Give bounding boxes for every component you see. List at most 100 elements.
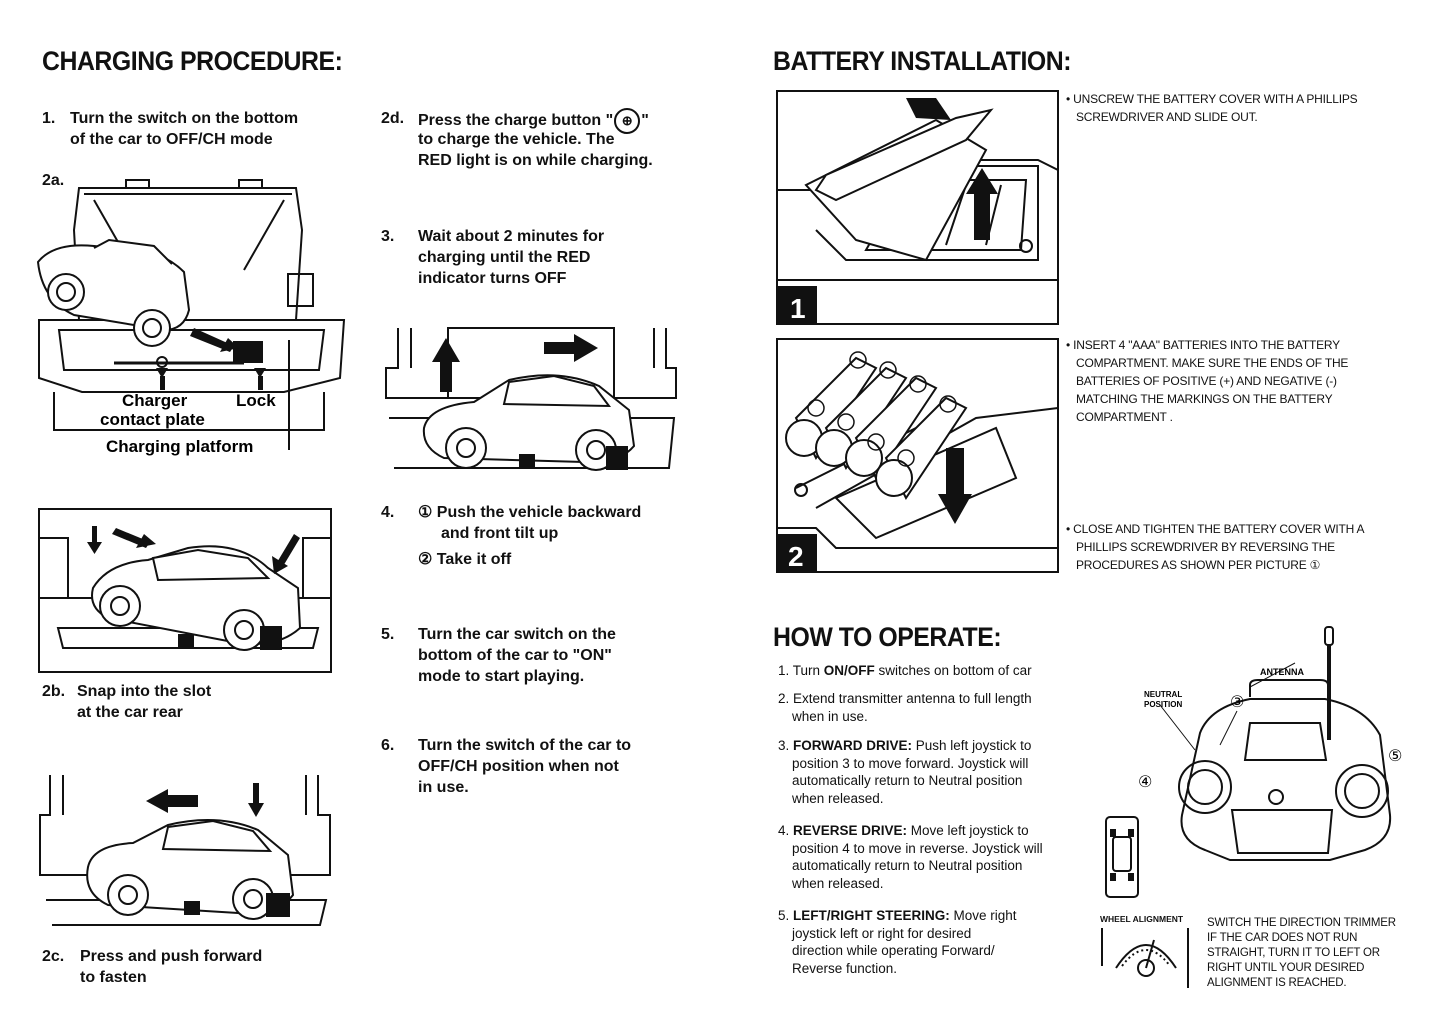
step-1-line2: of the car to OFF/CH mode <box>70 131 273 148</box>
operate-step-3-line1: Push left joystick to <box>912 738 1032 753</box>
operate-step-3-line3: automatically return to Neutral position <box>792 773 1023 788</box>
step-2d-line2: to charge the vehicle. The <box>418 131 615 148</box>
step-4: 4. ① Push the vehicle backward and front… <box>381 502 701 568</box>
trimmer-instruction: SWITCH THE DIRECTION TRIMMER IF THE CAR … <box>1207 916 1417 991</box>
battery-figure-1: 1 <box>776 90 1059 325</box>
wheel-alignment-label: WHEEL ALIGNMENT <box>1100 914 1184 924</box>
trimmer-instruction-line5: ALIGNMENT IS REACHED. <box>1207 977 1347 989</box>
charge-button-icon: ⊕ <box>614 108 641 134</box>
battery-instruction-3: • CLOSE AND TIGHTEN THE BATTERY COVER WI… <box>1066 520 1406 574</box>
operate-step-2: 2. Extend transmitter antenna to full le… <box>778 690 1088 725</box>
fig2a-lock-label: Lock <box>236 391 276 410</box>
step-5-line1: Turn the car switch on the <box>418 626 616 643</box>
fig2a-charger-label: Charger <box>122 391 188 410</box>
step-2c-line2: to fasten <box>80 969 147 986</box>
transmitter-figure: ANTENNA NEUTRAL POSITION ③ ④ ⑤ <box>1105 626 1402 898</box>
figure-2c-press-forward <box>39 775 331 926</box>
step-5-line3: mode to start playing. <box>418 668 585 685</box>
step-3-line3: indicator turns OFF <box>418 270 567 287</box>
step-2b-line2: at the car rear <box>77 704 183 721</box>
battery-instruction-2-line2: COMPARTMENT. MAKE SURE THE ENDS OF THE <box>1076 356 1349 370</box>
label-2a: 2a. <box>42 172 65 189</box>
operate-step-5-line2: joystick left or right for desired <box>792 925 972 941</box>
operate-step-5-line3: direction while operating Forward/ <box>792 943 995 958</box>
operate-step-2-line2: when in use. <box>792 708 868 724</box>
operate-step-3-line2: position 3 to move forward. Joystick wil… <box>792 755 1029 771</box>
step-1-line1: Turn the switch on the bottom <box>70 110 299 127</box>
step-2c-line1: Press and push forward <box>80 948 263 965</box>
step-5-number: 5. <box>381 626 395 643</box>
battery-instruction-1-line1: • UNSCREW THE BATTERY COVER WITH A PHILL… <box>1066 92 1358 106</box>
operate-step-3-bold: FORWARD DRIVE: <box>793 738 913 753</box>
step-4-line3: ② Take it off <box>418 551 512 568</box>
neutral-position-label-1: NEUTRAL <box>1144 690 1182 699</box>
step-2b-line1: Snap into the slot <box>77 683 212 700</box>
operate-step-4-bold: REVERSE DRIVE: <box>793 823 908 838</box>
operate-step-3-num: 3. <box>778 738 794 753</box>
operate-step-4-line3: automatically return to Neutral position <box>792 858 1023 873</box>
operate-step-5: 5. LEFT/RIGHT STEERING: Move right joyst… <box>778 907 1088 977</box>
operate-step-3-line4: when released. <box>792 790 884 806</box>
operate-step-4-line4: when released. <box>792 875 884 891</box>
figure-2a-charging-platform: Charger Lock contact plate Charging plat… <box>36 179 346 456</box>
step-6-line2: OFF/CH position when not <box>418 758 619 775</box>
neutral-position-label-2: POSITION <box>1144 700 1182 709</box>
step-3-number: 3. <box>381 228 395 245</box>
fig2a-platform-label: Charging platform <box>106 437 253 456</box>
step-2d-number: 2d. <box>381 110 405 127</box>
step-5-line2: bottom of the car to "ON" <box>418 647 612 664</box>
operate-step-2-line1: 2. Extend transmitter antenna to full le… <box>778 691 1032 706</box>
antenna-label: ANTENNA <box>1260 667 1304 677</box>
operate-step-5-bold: LEFT/RIGHT STEERING: <box>793 908 950 923</box>
step-2c: 2c. Press and push forward to fasten <box>42 946 362 990</box>
battery-instruction-1: • UNSCREW THE BATTERY COVER WITH A PHILL… <box>1066 90 1406 126</box>
operate-step-4-line1: Move left joystick to <box>907 823 1029 838</box>
operate-step-4-line2: position 4 to move in reverse. Joystick … <box>792 840 1043 856</box>
operate-step-1-pre: 1. Turn <box>778 663 824 678</box>
step-6-number: 6. <box>381 737 395 754</box>
step-3-line2: charging until the RED <box>418 249 591 266</box>
step-2d-line1-post: " <box>641 112 649 130</box>
step-6: 6. Turn the switch of the car to OFF/CH … <box>381 735 701 801</box>
operate-step-1-bold: ON/OFF <box>823 663 875 678</box>
step-1-number: 1. <box>42 110 56 127</box>
step-4-number: 4. <box>381 504 395 521</box>
operate-step-3: 3. FORWARD DRIVE: Push left joystick to … <box>778 737 1088 807</box>
step-4-line2: and front tilt up <box>441 525 559 542</box>
battery-title: BATTERY INSTALLATION: <box>773 46 1072 76</box>
battery-instruction-3-line1: • CLOSE AND TIGHTEN THE BATTERY COVER WI… <box>1066 522 1365 536</box>
position-4-label: ④ <box>1138 772 1152 791</box>
fig2a-contact-label: contact plate <box>100 410 205 429</box>
battery-instruction-2-line5: COMPARTMENT . <box>1076 410 1173 424</box>
battery-fig1-label: 1 <box>790 293 806 324</box>
figure-2b-snap-car <box>38 508 332 673</box>
battery-instruction-2-line3: BATTERIES OF POSITIVE (+) AND NEGATIVE (… <box>1076 374 1337 388</box>
battery-instruction-2-line1: • INSERT 4 "AAA" BATTERIES INTO THE BATT… <box>1066 338 1340 352</box>
battery-fig2-label: 2 <box>788 541 804 572</box>
charging-title: CHARGING PROCEDURE: <box>42 46 343 76</box>
operate-step-1-post: switches on bottom of car <box>874 663 1032 678</box>
position-3-label: ③ <box>1230 692 1244 711</box>
operate-step-5-line1: Move right <box>949 908 1017 923</box>
direction-trimmer-icon <box>1101 928 1189 988</box>
step-5: 5. Turn the car switch on the bottom of … <box>381 624 701 690</box>
trimmer-instruction-line4: RIGHT UNTIL YOUR DESIRED <box>1207 962 1365 974</box>
figure-4-remove-vehicle <box>385 327 677 471</box>
step-2b: 2b. Snap into the slot at the car rear <box>42 681 342 725</box>
trimmer-instruction-line3: STRAIGHT, TURN IT TO LEFT OR <box>1207 947 1380 959</box>
operate-step-5-num: 5. <box>778 908 794 923</box>
step-4-line1: ① Push the vehicle backward <box>418 504 642 521</box>
operate-step-4-num: 4. <box>778 823 794 838</box>
step-6-line1: Turn the switch of the car to <box>418 737 632 754</box>
battery-instruction-2: • INSERT 4 "AAA" BATTERIES INTO THE BATT… <box>1066 336 1406 426</box>
step-1: 1. Turn the switch on the bottom of the … <box>42 108 362 152</box>
position-5-label: ⑤ <box>1388 746 1402 765</box>
battery-instruction-1-line2: SCREWDRIVER AND SLIDE OUT. <box>1076 110 1258 124</box>
operate-step-5-line4: Reverse function. <box>792 960 898 976</box>
operate-step-4: 4. REVERSE DRIVE: Move left joystick to … <box>778 822 1088 892</box>
battery-instruction-3-line3: PROCEDURES AS SHOWN PER PICTURE ① <box>1076 558 1321 572</box>
operate-step-1: 1. Turn ON/OFF switches on bottom of car <box>778 662 1088 680</box>
battery-instruction-2-line4: MATCHING THE MARKINGS ON THE BATTERY <box>1076 392 1333 406</box>
step-2d-line1-pre: Press the charge button " <box>418 112 614 130</box>
step-2d: 2d. Press the charge button "⊕" to charg… <box>381 108 701 174</box>
